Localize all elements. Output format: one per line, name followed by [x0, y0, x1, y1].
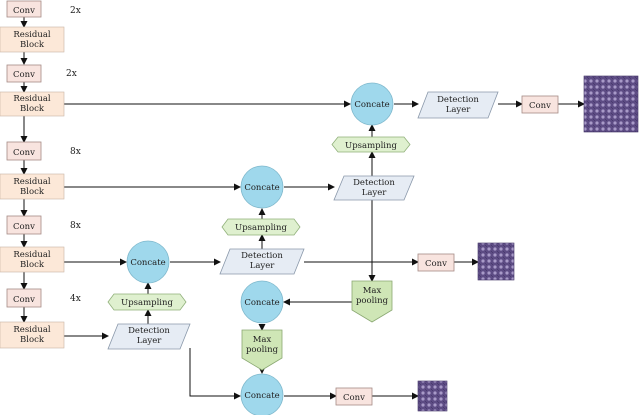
- max-pooling-mid: [241, 329, 283, 371]
- backbone-conv-2: [6, 64, 42, 83]
- backbone-repeat-4: 8x: [70, 221, 81, 231]
- concate-node-mid: [240, 165, 284, 209]
- backbone-conv-3-label: Conv: [13, 148, 35, 158]
- feature-map-medium: [477, 242, 515, 281]
- concate-node-left: [126, 240, 170, 284]
- detection-layer-second: [333, 175, 415, 201]
- concate-node-lower-label: Concate: [244, 298, 279, 308]
- backbone-residual-block-5: [0, 321, 65, 349]
- concate-node-left-label: Concate: [130, 258, 165, 268]
- output-conv-bottom-label: Conv: [343, 393, 365, 403]
- concate-node-top-label: Concate: [354, 100, 389, 110]
- concate-node-bottom-label: Concate: [244, 391, 279, 401]
- backbone-conv-5: [6, 288, 42, 308]
- backbone-conv-4: [6, 215, 42, 235]
- detection-layer-top: [417, 91, 499, 119]
- backbone-repeat-3: 8x: [70, 147, 81, 157]
- backbone-conv-1: [6, 0, 42, 18]
- output-conv-top-label: Conv: [529, 101, 551, 111]
- backbone-repeat-5: 4x: [70, 294, 81, 304]
- detection-layer-third: [219, 248, 305, 275]
- backbone-residual-block-2: [0, 91, 65, 117]
- backbone-conv-5-label: Conv: [13, 295, 35, 305]
- upsampling-mid-label: Upsampling: [235, 223, 287, 233]
- output-conv-top: [521, 95, 559, 114]
- detection-layer-fourth: [107, 323, 191, 350]
- backbone-conv-1-label: Conv: [13, 6, 35, 16]
- feature-map-large: [583, 75, 639, 133]
- max-pooling-right: [351, 280, 393, 323]
- concate-node-mid-label: Concate: [244, 183, 279, 193]
- backbone-residual-block-3: [0, 173, 65, 200]
- concate-node-lower: [240, 280, 284, 324]
- edge-det4-concat-bottom: [189, 348, 241, 400]
- upsampling-top: [331, 136, 411, 153]
- output-conv-bottom: [335, 387, 373, 406]
- output-feature-maps: [417, 75, 639, 412]
- concate-node-bottom: [240, 373, 284, 415]
- backbone-conv-3: [6, 141, 42, 161]
- backbone-residual-block-4: [0, 246, 65, 273]
- feature-map-small: [417, 380, 448, 412]
- backbone-repeat-1: 2x: [70, 6, 81, 16]
- output-convs: Conv Conv Conv: [335, 95, 559, 406]
- upsampling-left: [107, 293, 187, 311]
- backbone-residual-block-1: [0, 26, 65, 53]
- upsampling-left-label: Upsampling: [121, 298, 173, 308]
- backbone-repeat-2: 2x: [66, 69, 77, 79]
- concate-node-top: [350, 82, 394, 126]
- edges: [20, 17, 585, 400]
- backbone-conv-4-label: Conv: [13, 222, 35, 232]
- upsampling-nodes: Upsampling Upsampling Upsampling: [107, 136, 411, 311]
- upsampling-top-label: Upsampling: [345, 141, 397, 151]
- upsampling-mid: [221, 218, 301, 236]
- output-conv-mid: [417, 253, 455, 272]
- concate-nodes: Concate Concate Concate Concate Concate: [126, 82, 394, 415]
- backbone-conv-2-label: Conv: [13, 70, 35, 80]
- output-conv-mid-label: Conv: [425, 259, 447, 269]
